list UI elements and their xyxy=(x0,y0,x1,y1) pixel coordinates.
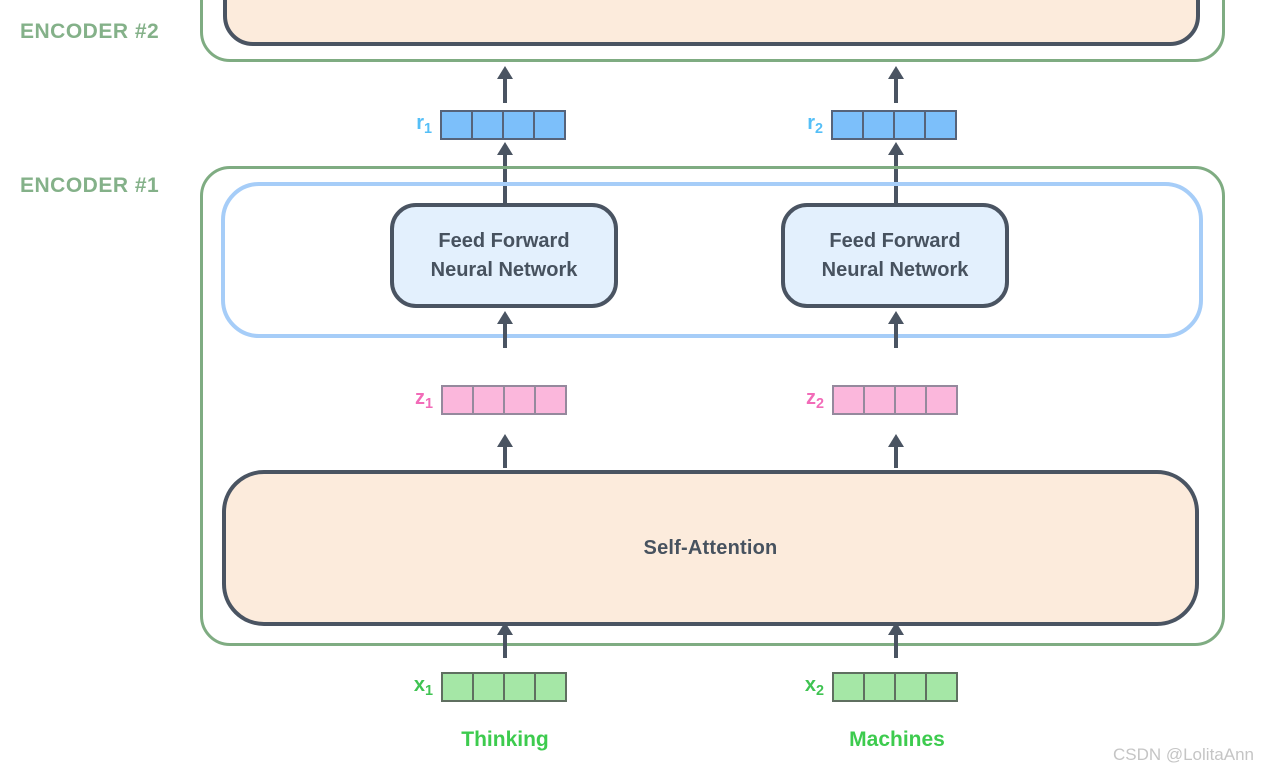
vector-label-z1: z1 xyxy=(414,387,433,413)
vector-cell xyxy=(832,672,865,702)
vector-cell xyxy=(832,385,865,415)
arrow-up-icon xyxy=(497,622,513,658)
vector-label-x1: x1 xyxy=(413,674,433,700)
feed-forward-block-2: Feed Forward Neural Network xyxy=(781,203,1009,308)
vector-cell xyxy=(534,672,567,702)
vector-cell xyxy=(925,385,958,415)
vector-x2 xyxy=(832,672,958,702)
arrow-up-icon xyxy=(497,311,513,348)
vector-cell xyxy=(863,385,896,415)
feed-forward-label-line2: Neural Network xyxy=(821,258,969,281)
vector-r2 xyxy=(831,110,957,140)
vector-cell xyxy=(893,110,926,140)
arrow-up-icon xyxy=(497,142,513,204)
vector-cell xyxy=(441,672,474,702)
vector-cell xyxy=(925,672,958,702)
arrow-up-icon xyxy=(888,142,904,204)
feed-forward-layer-box xyxy=(221,182,1203,338)
vector-cell xyxy=(533,110,566,140)
self-attention-block: Self-Attention xyxy=(222,470,1199,626)
encoder-2-self-attention-box xyxy=(223,0,1200,46)
vector-cell xyxy=(503,385,536,415)
arrow-up-icon xyxy=(888,434,904,468)
input-token-thinking: Thinking xyxy=(461,728,549,751)
vector-cell xyxy=(894,385,927,415)
arrow-up-icon xyxy=(888,66,904,103)
encoder-1-box xyxy=(200,166,1225,646)
encoder-2-box xyxy=(200,0,1225,62)
arrow-up-icon xyxy=(497,66,513,103)
arrow-up-icon xyxy=(888,622,904,658)
vector-cell xyxy=(831,110,864,140)
arrow-up-icon xyxy=(888,311,904,348)
self-attention-label: Self-Attention xyxy=(643,536,778,559)
feed-forward-label-line2: Neural Network xyxy=(430,258,578,281)
vector-cell xyxy=(441,385,474,415)
vector-label-r1: r1 xyxy=(416,112,432,138)
vector-label-z2: z2 xyxy=(805,387,824,413)
vector-x1 xyxy=(441,672,567,702)
feed-forward-block-1: Feed Forward Neural Network xyxy=(390,203,618,308)
feed-forward-label-line1: Feed Forward xyxy=(438,229,570,252)
vector-label-x2: x2 xyxy=(804,674,824,700)
vector-cell xyxy=(440,110,473,140)
vector-cell xyxy=(502,110,535,140)
vector-cell xyxy=(472,672,505,702)
arrow-up-icon xyxy=(497,434,513,468)
vector-cell xyxy=(472,385,505,415)
vector-r1 xyxy=(440,110,566,140)
feed-forward-label-line1: Feed Forward xyxy=(829,229,961,252)
vector-label-r2: r2 xyxy=(807,112,823,138)
vector-cell xyxy=(924,110,957,140)
vector-cell xyxy=(471,110,504,140)
vector-cell xyxy=(894,672,927,702)
input-token-machines: Machines xyxy=(849,728,945,751)
vector-cell xyxy=(534,385,567,415)
vector-cell xyxy=(863,672,896,702)
encoder-2-label: ENCODER #2 xyxy=(20,20,160,43)
watermark: CSDN @LolitaAnn xyxy=(1112,745,1254,764)
vector-z1 xyxy=(441,385,567,415)
encoder-1-label: ENCODER #1 xyxy=(20,174,160,197)
vector-z2 xyxy=(832,385,958,415)
vector-cell xyxy=(862,110,895,140)
vector-cell xyxy=(503,672,536,702)
